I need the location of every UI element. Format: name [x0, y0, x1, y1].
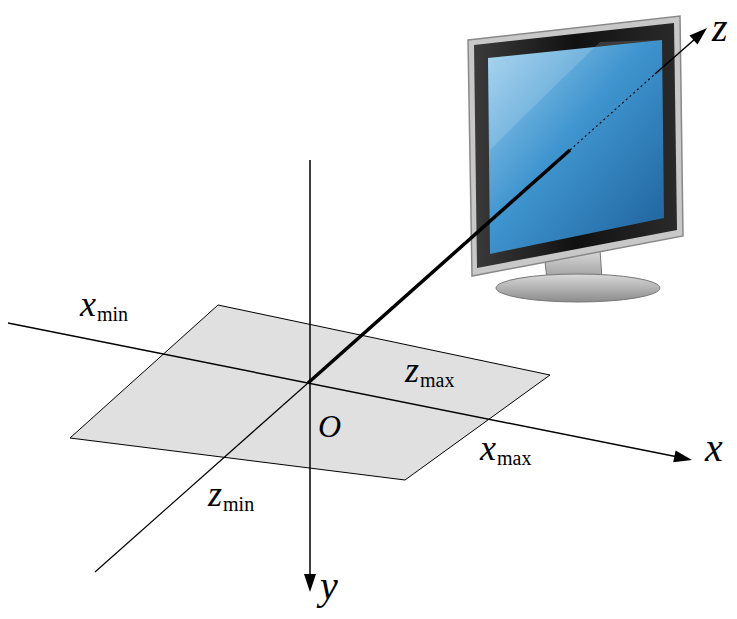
axis-label: x: [80, 286, 96, 322]
axis-label: z: [712, 8, 728, 48]
axis-label: z: [405, 352, 419, 388]
subscript-label: max: [497, 448, 531, 468]
axis-label: x: [705, 428, 723, 468]
subscript-label: min: [223, 494, 254, 514]
axis-label: x: [480, 430, 496, 466]
axis-label: y: [320, 566, 338, 606]
subscript-label: min: [97, 304, 128, 324]
subscript-label: max: [420, 370, 454, 390]
axis-label: O: [318, 410, 341, 442]
axis-label: z: [208, 476, 222, 512]
arrow-heads: [304, 28, 707, 592]
monitor-picture: [468, 16, 683, 302]
axis-lines: [8, 39, 695, 576]
